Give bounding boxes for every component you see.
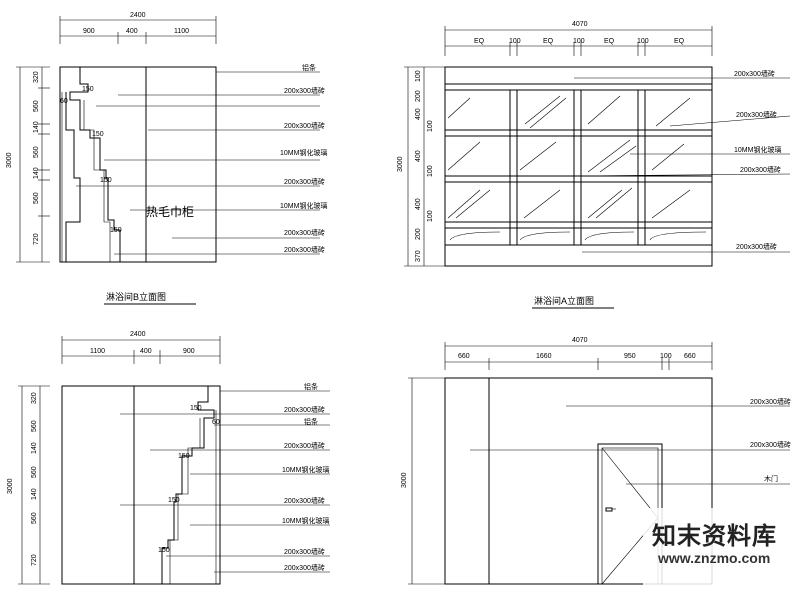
v-dim: 100 <box>415 70 422 82</box>
dim-seg: 100 <box>637 38 649 45</box>
elevation-b-top: 2400 900 400 1100 3000 320 560 140 560 1… <box>6 12 327 305</box>
watermark-backdrop <box>643 508 800 600</box>
step-label: 150 <box>110 227 122 234</box>
overall-dim: 4070 <box>572 337 588 344</box>
v-dim: 140 <box>31 488 38 500</box>
step-label: 60 <box>212 419 220 426</box>
callout: 200x300墙砖 <box>284 405 325 414</box>
height-dim: 3000 <box>7 478 14 494</box>
v-dim: 560 <box>33 146 40 158</box>
dim-seg: 900 <box>183 348 195 355</box>
callout: 200x300墙砖 <box>284 441 325 450</box>
step-label: 150 <box>100 177 112 184</box>
v-dim: 100 <box>427 120 434 132</box>
v-dim: 400 <box>415 108 422 120</box>
step-label: 150 <box>82 86 94 93</box>
callout: 铝条 <box>302 63 316 72</box>
callout: 200x300墙砖 <box>284 496 325 505</box>
watermark-title: 知末资料库 <box>652 523 777 550</box>
height-dim: 3000 <box>397 156 404 172</box>
overall-dim: 2400 <box>130 331 146 338</box>
dim-seg: 660 <box>458 353 470 360</box>
elevation-b-bottom: 2400 1100 400 900 3000 320 560 140 560 1… <box>7 331 330 585</box>
callout: 10MM钢化玻璃 <box>734 145 781 154</box>
v-dim: 720 <box>31 554 38 566</box>
dim-seg: EQ <box>474 38 485 45</box>
dim-seg: 1100 <box>90 348 105 355</box>
v-dim: 320 <box>33 71 40 83</box>
step-label: 150 <box>178 453 190 460</box>
callout: 200x300墙砖 <box>284 86 325 95</box>
dim-seg: 100 <box>660 353 672 360</box>
step-label: 60 <box>60 98 68 105</box>
v-dim: 560 <box>33 100 40 112</box>
v-dim: 140 <box>33 121 40 133</box>
dim-seg: 100 <box>509 38 521 45</box>
towel-cabinet-label: 热毛巾柜 <box>146 205 194 219</box>
dim-seg: EQ <box>604 38 615 45</box>
dim-seg: 900 <box>83 28 95 35</box>
callout: 200x300墙砖 <box>284 563 325 572</box>
callout: 10MM钢化玻璃 <box>280 148 327 157</box>
step-label: 150 <box>92 131 104 138</box>
overall-dim: 4070 <box>572 21 588 28</box>
step-label: 150 <box>190 405 202 412</box>
watermark-url: www.znzmo.com <box>658 550 771 566</box>
callout: 200x300墙砖 <box>284 228 325 237</box>
v-dim: 200 <box>415 228 422 240</box>
dim-seg: 400 <box>126 28 138 35</box>
v-dim: 200 <box>415 90 422 102</box>
height-dim: 3000 <box>6 152 13 168</box>
elevation-a-bottom: 4070 660 1660 950 100 660 3000 200x300墙砖… <box>401 337 791 585</box>
v-dim: 320 <box>31 392 38 404</box>
callout: 200x300墙砖 <box>284 121 325 130</box>
overall-dim: 2400 <box>130 12 146 19</box>
v-dim: 400 <box>415 198 422 210</box>
callout: 200x300墙砖 <box>750 397 791 406</box>
callout: 10MM钢化玻璃 <box>282 516 329 525</box>
callout: 木门 <box>764 474 778 483</box>
step-label: 150 <box>158 547 170 554</box>
callout: 10MM钢化玻璃 <box>282 465 329 474</box>
callout: 200x300墙砖 <box>736 242 777 251</box>
callout: 200x300墙砖 <box>750 440 791 449</box>
callout: 200x300墙砖 <box>734 69 775 78</box>
v-dim: 560 <box>31 512 38 524</box>
v-dim: 140 <box>31 442 38 454</box>
v-dim: 560 <box>31 466 38 478</box>
dim-seg: 400 <box>140 348 152 355</box>
height-dim: 3000 <box>401 472 408 488</box>
dim-seg: 100 <box>573 38 585 45</box>
callout: 铝条 <box>304 417 318 426</box>
callout: 200x300墙砖 <box>736 110 777 119</box>
v-dim: 400 <box>415 150 422 162</box>
dim-seg: EQ <box>674 38 685 45</box>
caption-a: 淋浴间A立面图 <box>534 295 594 306</box>
v-dim: 560 <box>31 420 38 432</box>
callout: 200x300墙砖 <box>284 245 325 254</box>
dim-seg: 950 <box>624 353 636 360</box>
elevation-a-top: 4070 EQ 100 EQ 100 EQ 100 EQ 3000 100 20… <box>397 21 791 309</box>
dim-seg: EQ <box>543 38 554 45</box>
dim-seg: 660 <box>684 353 696 360</box>
callout: 200x300墙砖 <box>284 177 325 186</box>
v-dim: 560 <box>33 192 40 204</box>
v-dim: 100 <box>427 210 434 222</box>
v-dim: 720 <box>33 233 40 245</box>
callout: 200x300墙砖 <box>740 165 781 174</box>
step-label: 150 <box>168 497 180 504</box>
callout: 铝条 <box>304 382 318 391</box>
v-dim: 100 <box>427 165 434 177</box>
caption-b: 淋浴间B立面图 <box>106 291 166 302</box>
callout: 10MM钢化玻璃 <box>280 201 327 210</box>
dim-seg: 1100 <box>174 28 189 35</box>
v-dim: 140 <box>33 167 40 179</box>
dim-seg: 1660 <box>536 353 552 360</box>
v-dim: 370 <box>415 250 422 262</box>
callout: 200x300墙砖 <box>284 547 325 556</box>
